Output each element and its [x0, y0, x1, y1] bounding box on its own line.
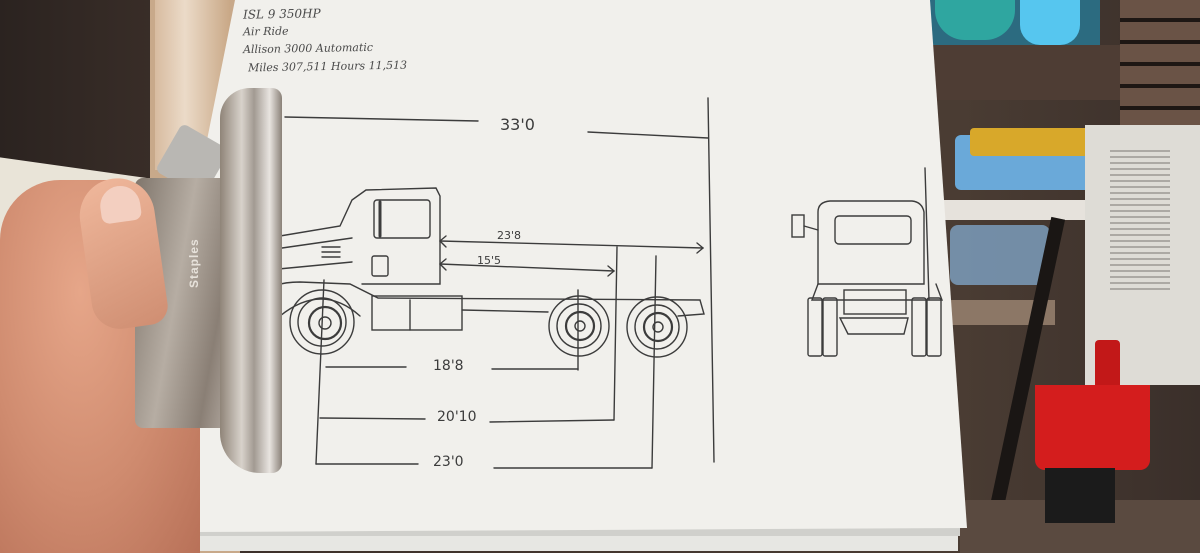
blue-item — [950, 225, 1050, 285]
black-device — [1045, 468, 1115, 523]
binder-clip[interactable]: Staples — [125, 88, 285, 478]
box-print — [1110, 150, 1170, 290]
clip-jaw — [220, 88, 282, 473]
cab-to-end-label: 23'8 — [497, 229, 522, 242]
cab-to-axle-label: 15'5 — [477, 254, 502, 267]
last-rear-label: 23'0 — [433, 454, 464, 470]
blue-light-toy — [1020, 0, 1080, 45]
red-bin-handle — [1095, 340, 1120, 390]
shelf — [940, 200, 1110, 220]
sketch-paper — [195, 0, 967, 532]
red-bin — [1035, 385, 1150, 470]
teal-toy — [935, 0, 1015, 40]
yellow-package — [970, 128, 1100, 156]
wheelbase-label: 18'8 — [433, 358, 464, 374]
window-sill — [930, 45, 1130, 100]
window-blinds — [1120, 0, 1200, 140]
overall-length-label: 33'0 — [500, 115, 535, 134]
clip-brand-text: Staples — [187, 238, 201, 288]
tandem-center-label: 20'10 — [437, 409, 477, 425]
